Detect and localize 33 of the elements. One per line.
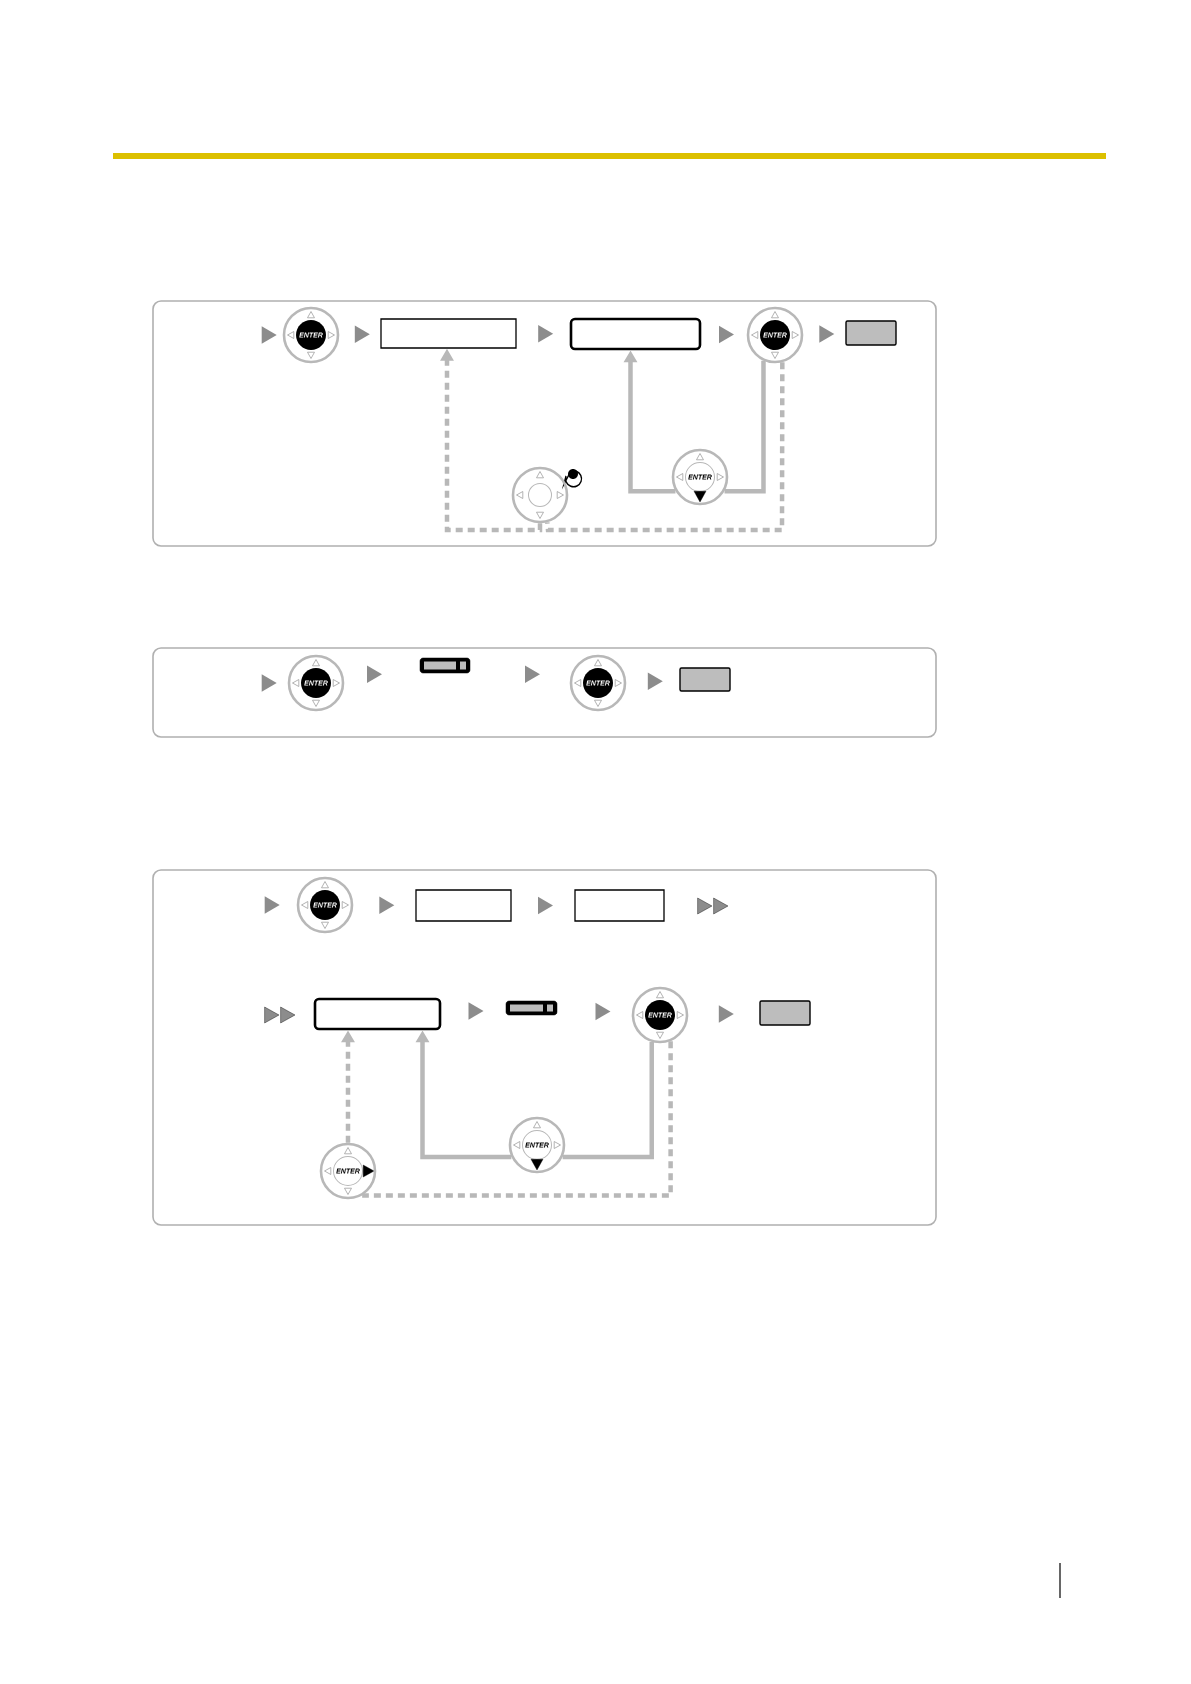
arrow (354, 325, 370, 343)
arrow (261, 674, 277, 692)
display-box (569, 317, 702, 351)
arrow (538, 325, 554, 343)
arrow (261, 326, 277, 344)
display-box (415, 889, 512, 922)
step-panel (152, 300, 937, 547)
display-box (574, 889, 665, 922)
display-box (380, 318, 517, 349)
arrow (595, 1002, 611, 1021)
navigator-key (511, 466, 583, 524)
connector-line (562, 1042, 654, 1160)
connector-line (724, 360, 766, 494)
indicator-bar (419, 657, 471, 674)
arrow (819, 325, 835, 343)
display-box (313, 997, 442, 1031)
arrow (538, 896, 553, 915)
arrow (468, 1002, 484, 1020)
connector-line (545, 362, 785, 533)
arrow (264, 896, 280, 914)
button-key (845, 320, 897, 346)
indicator-bar (505, 1000, 558, 1016)
button-key (759, 1000, 811, 1026)
arrow (647, 672, 663, 690)
step-panel (152, 647, 937, 738)
arrow (524, 665, 540, 683)
arrow (379, 896, 395, 914)
button-key (679, 667, 731, 692)
arrow (719, 325, 734, 344)
step-panel (152, 869, 937, 1226)
arrow (367, 665, 382, 683)
connector-line (362, 1041, 673, 1198)
arrow (718, 1005, 734, 1023)
